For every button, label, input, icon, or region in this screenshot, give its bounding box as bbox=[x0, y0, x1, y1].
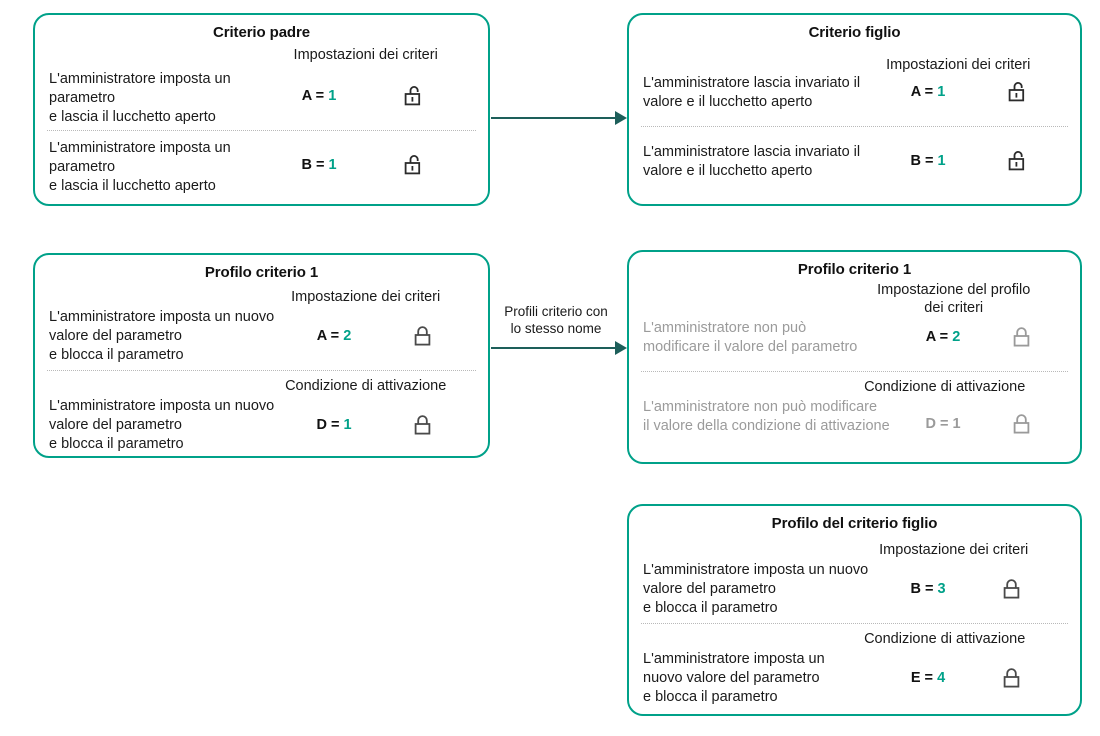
row-description: L'amministratore non può modificare il v… bbox=[643, 320, 858, 356]
section-label-impostazioni: Impostazioni dei criteri bbox=[293, 47, 438, 63]
row-separator bbox=[641, 623, 1068, 625]
table-row: L'amministratore imposta un nuovo valore… bbox=[35, 397, 488, 459]
rows-group: Impostazione del profilo dei criteri L'a… bbox=[629, 281, 1080, 468]
rows-group: Impostazione dei criteri L'amministrator… bbox=[35, 288, 488, 459]
row-value: D = 1 bbox=[925, 416, 961, 433]
table-row: L'amministratore imposta un parametro e … bbox=[35, 137, 488, 199]
lock-icon bbox=[993, 319, 1053, 349]
row-separator bbox=[641, 126, 1068, 128]
row-value: B = 3 bbox=[910, 581, 946, 598]
row-value: E = 4 bbox=[910, 670, 946, 687]
card-profilo-criterio-figlio: Profilo del criterio figlio Impostazione… bbox=[627, 504, 1082, 716]
row-value: B = 1 bbox=[301, 157, 337, 174]
rows-group: Impostazione dei criteri L'amministrator… bbox=[629, 541, 1080, 712]
section-label: Condizione di attivazione bbox=[864, 631, 1026, 648]
row-description: L'amministratore imposta un nuovo valore… bbox=[49, 398, 275, 452]
rows-group: L'amministratore lascia invariato il val… bbox=[629, 74, 1080, 195]
table-row: L'amministratore non può modificare il v… bbox=[629, 319, 1080, 371]
card-criterio-figlio: Criterio figlio Impostazioni dei criteri… bbox=[627, 13, 1082, 206]
card-criterio-padre: Criterio padre Impostazioni dei criteri … bbox=[33, 13, 490, 206]
table-row: L'amministratore imposta un nuovo valore… bbox=[629, 650, 1080, 712]
row-value: A = 2 bbox=[316, 328, 352, 345]
lock-icon bbox=[983, 650, 1043, 690]
arrow-top-line bbox=[491, 117, 617, 119]
arrow-middle-line bbox=[491, 347, 617, 349]
card-title: Criterio figlio bbox=[808, 24, 901, 41]
row-description: L'amministratore imposta un parametro e … bbox=[49, 140, 231, 194]
table-row: L'amministratore imposta un parametro e … bbox=[35, 68, 488, 130]
row-description: L'amministratore imposta un nuovo valore… bbox=[643, 651, 825, 705]
row-value: B = 1 bbox=[910, 153, 946, 170]
table-row: L'amministratore imposta un nuovo valore… bbox=[629, 561, 1080, 623]
row-separator bbox=[47, 130, 476, 132]
card-title: Profilo criterio 1 bbox=[797, 261, 912, 278]
lock-icon bbox=[993, 398, 1053, 436]
lock-icon bbox=[389, 397, 459, 437]
row-description: L'amministratore imposta un parametro e … bbox=[49, 71, 231, 125]
row-value: A = 2 bbox=[925, 329, 961, 346]
section-label: Condizione di attivazione bbox=[864, 379, 1026, 396]
card-profilo-criterio-1-left: Profilo criterio 1 Impostazione dei crit… bbox=[33, 253, 490, 458]
section-label-impostazioni: Impostazioni dei criteri bbox=[886, 57, 1031, 73]
unlock-icon bbox=[379, 137, 449, 177]
row-separator bbox=[47, 370, 476, 372]
table-row: L'amministratore non può modificare il v… bbox=[629, 398, 1080, 468]
row-value: A = 1 bbox=[910, 84, 946, 101]
row-description: L'amministratore imposta un nuovo valore… bbox=[643, 562, 869, 616]
section-label: Condizione di attivazione bbox=[285, 378, 447, 395]
arrow-top-head bbox=[615, 111, 627, 125]
card-profilo-criterio-1-right: Profilo criterio 1 Impostazione del prof… bbox=[627, 250, 1082, 464]
arrow-middle-head bbox=[615, 341, 627, 355]
card-title: Profilo del criterio figlio bbox=[771, 515, 938, 532]
row-description: L'amministratore lascia invariato il val… bbox=[643, 144, 861, 179]
lock-icon bbox=[983, 561, 1043, 601]
card-title: Profilo criterio 1 bbox=[204, 264, 319, 281]
unlock-icon bbox=[983, 143, 1053, 173]
lock-icon bbox=[389, 308, 459, 348]
table-row: L'amministratore lascia invariato il val… bbox=[629, 74, 1080, 126]
section-label: Impostazione dei criteri bbox=[291, 289, 441, 305]
rows-group: L'amministratore imposta un parametro e … bbox=[35, 68, 488, 199]
row-description: L'amministratore imposta un nuovo valore… bbox=[49, 309, 275, 363]
row-value: A = 1 bbox=[301, 88, 337, 105]
row-description: L'amministratore lascia invariato il val… bbox=[643, 75, 861, 110]
row-description: L'amministratore non può modificare il v… bbox=[643, 399, 890, 435]
unlock-icon bbox=[379, 68, 449, 108]
table-row: L'amministratore imposta un nuovo valore… bbox=[35, 308, 488, 370]
section-label: Impostazione del profilo dei criteri bbox=[877, 282, 1031, 317]
card-title: Criterio padre bbox=[213, 24, 310, 41]
section-label: Impostazione dei criteri bbox=[879, 542, 1029, 558]
row-value: D = 1 bbox=[316, 417, 352, 434]
unlock-icon bbox=[983, 74, 1053, 104]
table-row: L'amministratore lascia invariato il val… bbox=[629, 143, 1080, 195]
arrow-middle-label: Profili criterio con lo stesso nome bbox=[504, 304, 608, 337]
row-separator bbox=[641, 371, 1068, 373]
